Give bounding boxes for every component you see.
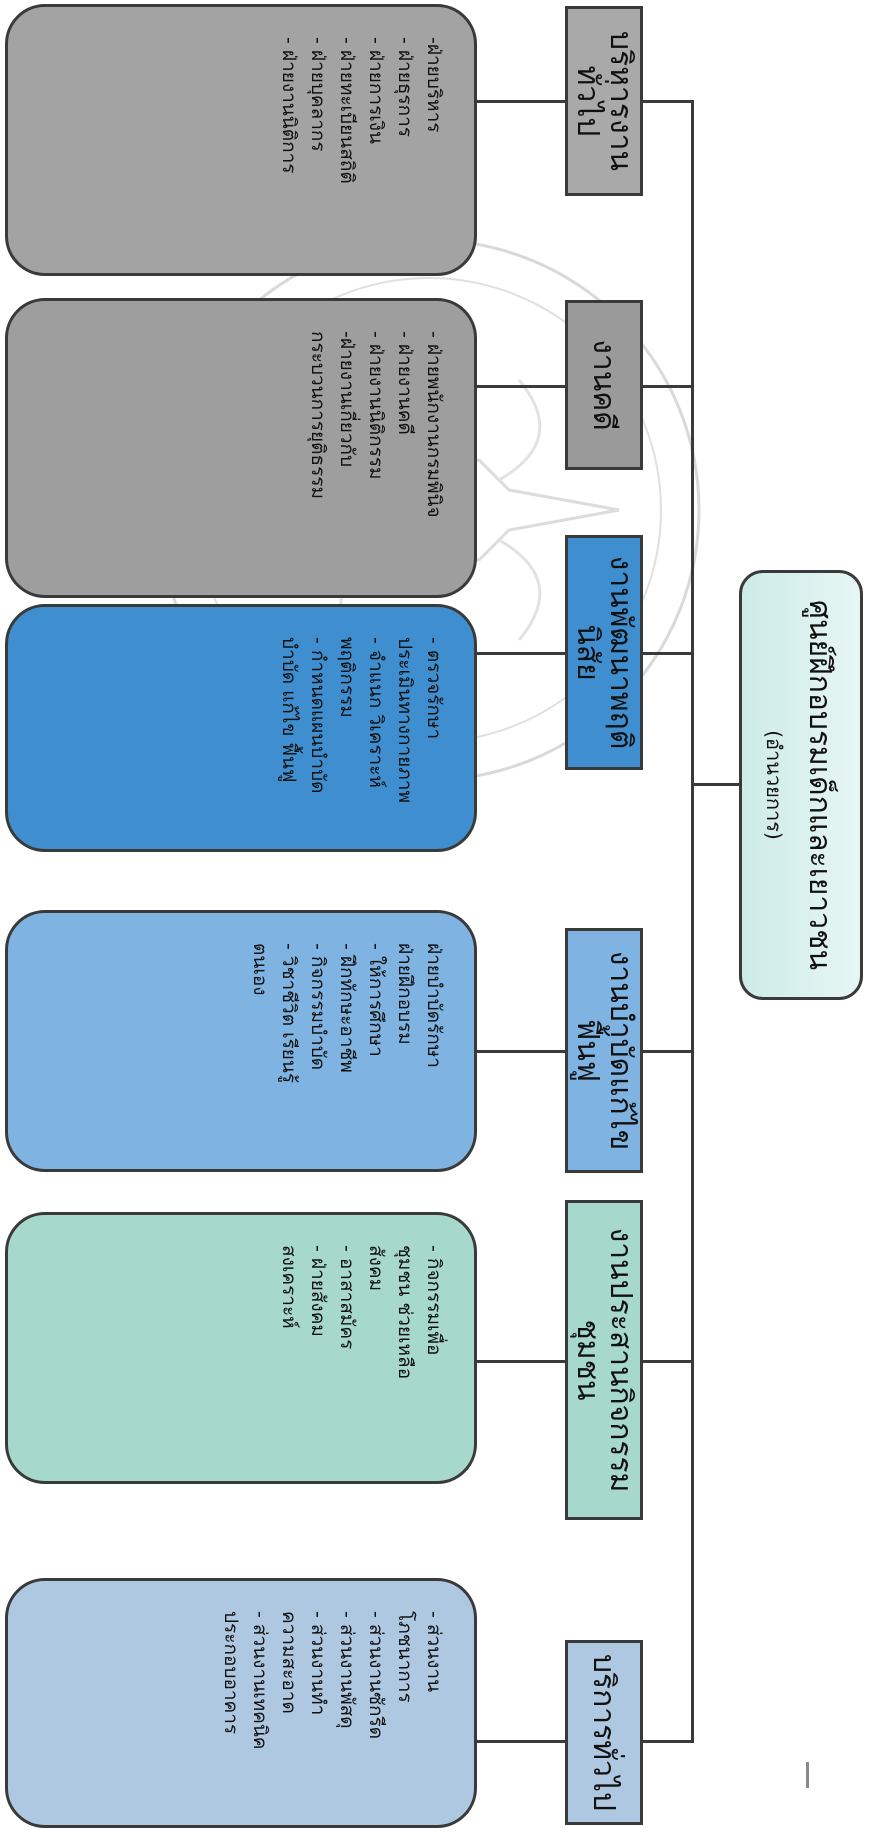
unit-body-community: - กิจกรรมเพื่อ ชุมชน ช่วยเหลือ สังคม - อ… xyxy=(5,1212,477,1484)
list-item: - ส่วนงานทำ xyxy=(307,1611,329,1716)
unit-connector-2 xyxy=(642,385,694,388)
list-item: ตนเอง xyxy=(249,943,271,996)
unit-title: บริการทั่วไป xyxy=(586,1653,622,1812)
unit-connector-6 xyxy=(642,1740,694,1743)
unit-item-list: -ฝ่ายบริหาร - ฝ่ายธุรการ - ฝ่ายการเงิน -… xyxy=(274,37,448,249)
list-item: - ส่วนงานพัสดุ xyxy=(336,1611,358,1729)
unit-body-general-admin: -ฝ่ายบริหาร - ฝ่ายธุรการ - ฝ่ายการเงิน -… xyxy=(5,4,477,276)
body-connector-3 xyxy=(475,652,567,655)
list-item: - ฝ่ายงานนิติกรรม xyxy=(365,331,387,480)
unit-header-community: งานประสานกิจกรรมชุมชน xyxy=(565,1200,643,1520)
list-item: ความสะอาด xyxy=(278,1611,300,1714)
unit-connector-4 xyxy=(642,1050,694,1053)
list-item: ชุมชน ช่วยเหลือ xyxy=(394,1245,416,1380)
list-item: - ฝ่ายงานนิติการ xyxy=(278,37,300,174)
list-item: - ให้การศึกษา xyxy=(365,943,387,1057)
list-item: สังคม xyxy=(365,1245,387,1292)
list-item: -ฝ่ายบริหาร xyxy=(423,37,445,133)
small-mark xyxy=(806,1762,809,1788)
list-item: - ส่วนงานซักรีด xyxy=(365,1611,387,1740)
list-item: - กิจกรรมบำบัด xyxy=(307,943,329,1071)
list-item: ฝ่ายบำบัดรักษา xyxy=(423,943,445,1068)
horizontal-bus xyxy=(691,100,694,1740)
unit-header-rehabilitation: งานบำบัดแก้ไขฟื้นฟู xyxy=(565,928,643,1173)
root-title: ศูนย์ฝึกอบรมเด็กและเยาวชน xyxy=(802,600,838,970)
unit-title: งานประสานกิจกรรมชุมชน xyxy=(570,1227,638,1493)
unit-title: บริหารงานทั่วไป xyxy=(570,31,638,171)
list-item: ฝ่ายฝึกอบรม xyxy=(394,943,416,1045)
list-item: ประเมินทางกายภาพ xyxy=(394,637,416,803)
unit-item-list: ฝ่ายบำบัดรักษา ฝ่ายฝึกอบรม - ให้การศึกษา… xyxy=(245,943,448,1145)
list-item: - กำหนดแผนบำบัด xyxy=(307,637,329,794)
unit-body-rehabilitation: ฝ่ายบำบัดรักษา ฝ่ายฝึกอบรม - ให้การศึกษา… xyxy=(5,910,477,1172)
list-item: - ฝ่ายพนักงานกรมพินิจ xyxy=(423,331,445,518)
unit-connector-1 xyxy=(642,100,694,103)
unit-header-case-work: งานคดี xyxy=(565,300,643,470)
unit-header-general-admin: บริหารงานทั่วไป xyxy=(565,6,643,196)
root-node: ศูนย์ฝึกอบรมเด็กและเยาวชน (อำนวยการ) xyxy=(739,570,863,1000)
unit-body-case-work: - ฝ่ายพนักงานกรมพินิจ - ฝ่ายงานคดี - ฝ่า… xyxy=(5,298,477,598)
list-item: - ฝ่ายทะเบียนสถิติ xyxy=(336,37,358,184)
list-item: - ส่วนงานเทคนิค xyxy=(249,1611,271,1750)
unit-body-behaviour-dev: - ตรวจรักษา ประเมินทางกายภาพ - จำแนก วิเ… xyxy=(5,604,477,852)
list-item: โภชนาการ xyxy=(394,1611,416,1703)
unit-title: งานบำบัดแก้ไขฟื้นฟู xyxy=(570,950,638,1151)
unit-item-list: - ตรวจรักษา ประเมินทางกายภาพ - จำแนก วิเ… xyxy=(274,637,448,825)
unit-item-list: - ฝ่ายพนักงานกรมพินิจ - ฝ่ายงานคดี - ฝ่า… xyxy=(303,331,448,571)
root-subtitle: (อำนวยการ) xyxy=(762,730,787,840)
list-item: - จำแนก วิเคราะห์ xyxy=(365,637,387,788)
list-item: บำบัด แก้ไข ฟื้นฟู xyxy=(278,637,300,783)
list-item: - วิชาชีวิต เรียนรู้ xyxy=(278,943,300,1084)
list-item: - ฝ่ายสังคม xyxy=(307,1245,329,1337)
unit-title: งานพัฒนาพฤตินิสัย xyxy=(570,555,638,750)
list-item: - ฝ่ายการเงิน xyxy=(365,37,387,144)
list-item: สงเคราะห์ xyxy=(278,1245,300,1329)
list-item: - อาสาสมัคร xyxy=(336,1245,358,1350)
list-item: -ฝ่ายงานเกี่ยวกับ xyxy=(336,331,358,468)
body-connector-5 xyxy=(475,1360,567,1363)
list-item: - ตรวจรักษา xyxy=(423,637,445,740)
list-item: กระบวนการยุติธรรม xyxy=(307,331,329,500)
list-item: - ส่วนงาน xyxy=(423,1611,445,1693)
body-connector-6 xyxy=(475,1740,567,1743)
unit-connector-3 xyxy=(642,652,694,655)
list-item: - ฝ่ายธุรการ xyxy=(394,37,416,138)
unit-body-general-services: - ส่วนงาน โภชนาการ - ส่วนงานซักรีด - ส่ว… xyxy=(5,1578,477,1828)
list-item: - กิจกรรมเพื่อ xyxy=(423,1245,445,1356)
unit-header-behaviour-dev: งานพัฒนาพฤตินิสัย xyxy=(565,535,643,770)
list-item: - ฝ่ายบุคลากร xyxy=(307,37,329,152)
unit-connector-5 xyxy=(642,1360,694,1363)
list-item: ประกอบอาคาร xyxy=(220,1611,242,1735)
root-connector xyxy=(693,783,741,786)
unit-header-general-services: บริการทั่วไป xyxy=(565,1640,643,1825)
list-item: - ฝ่ายงานคดี xyxy=(394,331,416,435)
body-connector-4 xyxy=(475,1050,567,1053)
unit-item-list: - ส่วนงาน โภชนาการ - ส่วนงานซักรีด - ส่ว… xyxy=(216,1611,448,1801)
body-connector-2 xyxy=(475,385,567,388)
body-connector-1 xyxy=(475,100,567,103)
list-item: - ฝึกทักษะอาชีพ xyxy=(336,943,358,1073)
unit-title: งานคดี xyxy=(586,339,622,431)
list-item: พฤติกรรม xyxy=(336,637,358,718)
unit-item-list: - กิจกรรมเพื่อ ชุมชน ช่วยเหลือ สังคม - อ… xyxy=(274,1245,448,1457)
